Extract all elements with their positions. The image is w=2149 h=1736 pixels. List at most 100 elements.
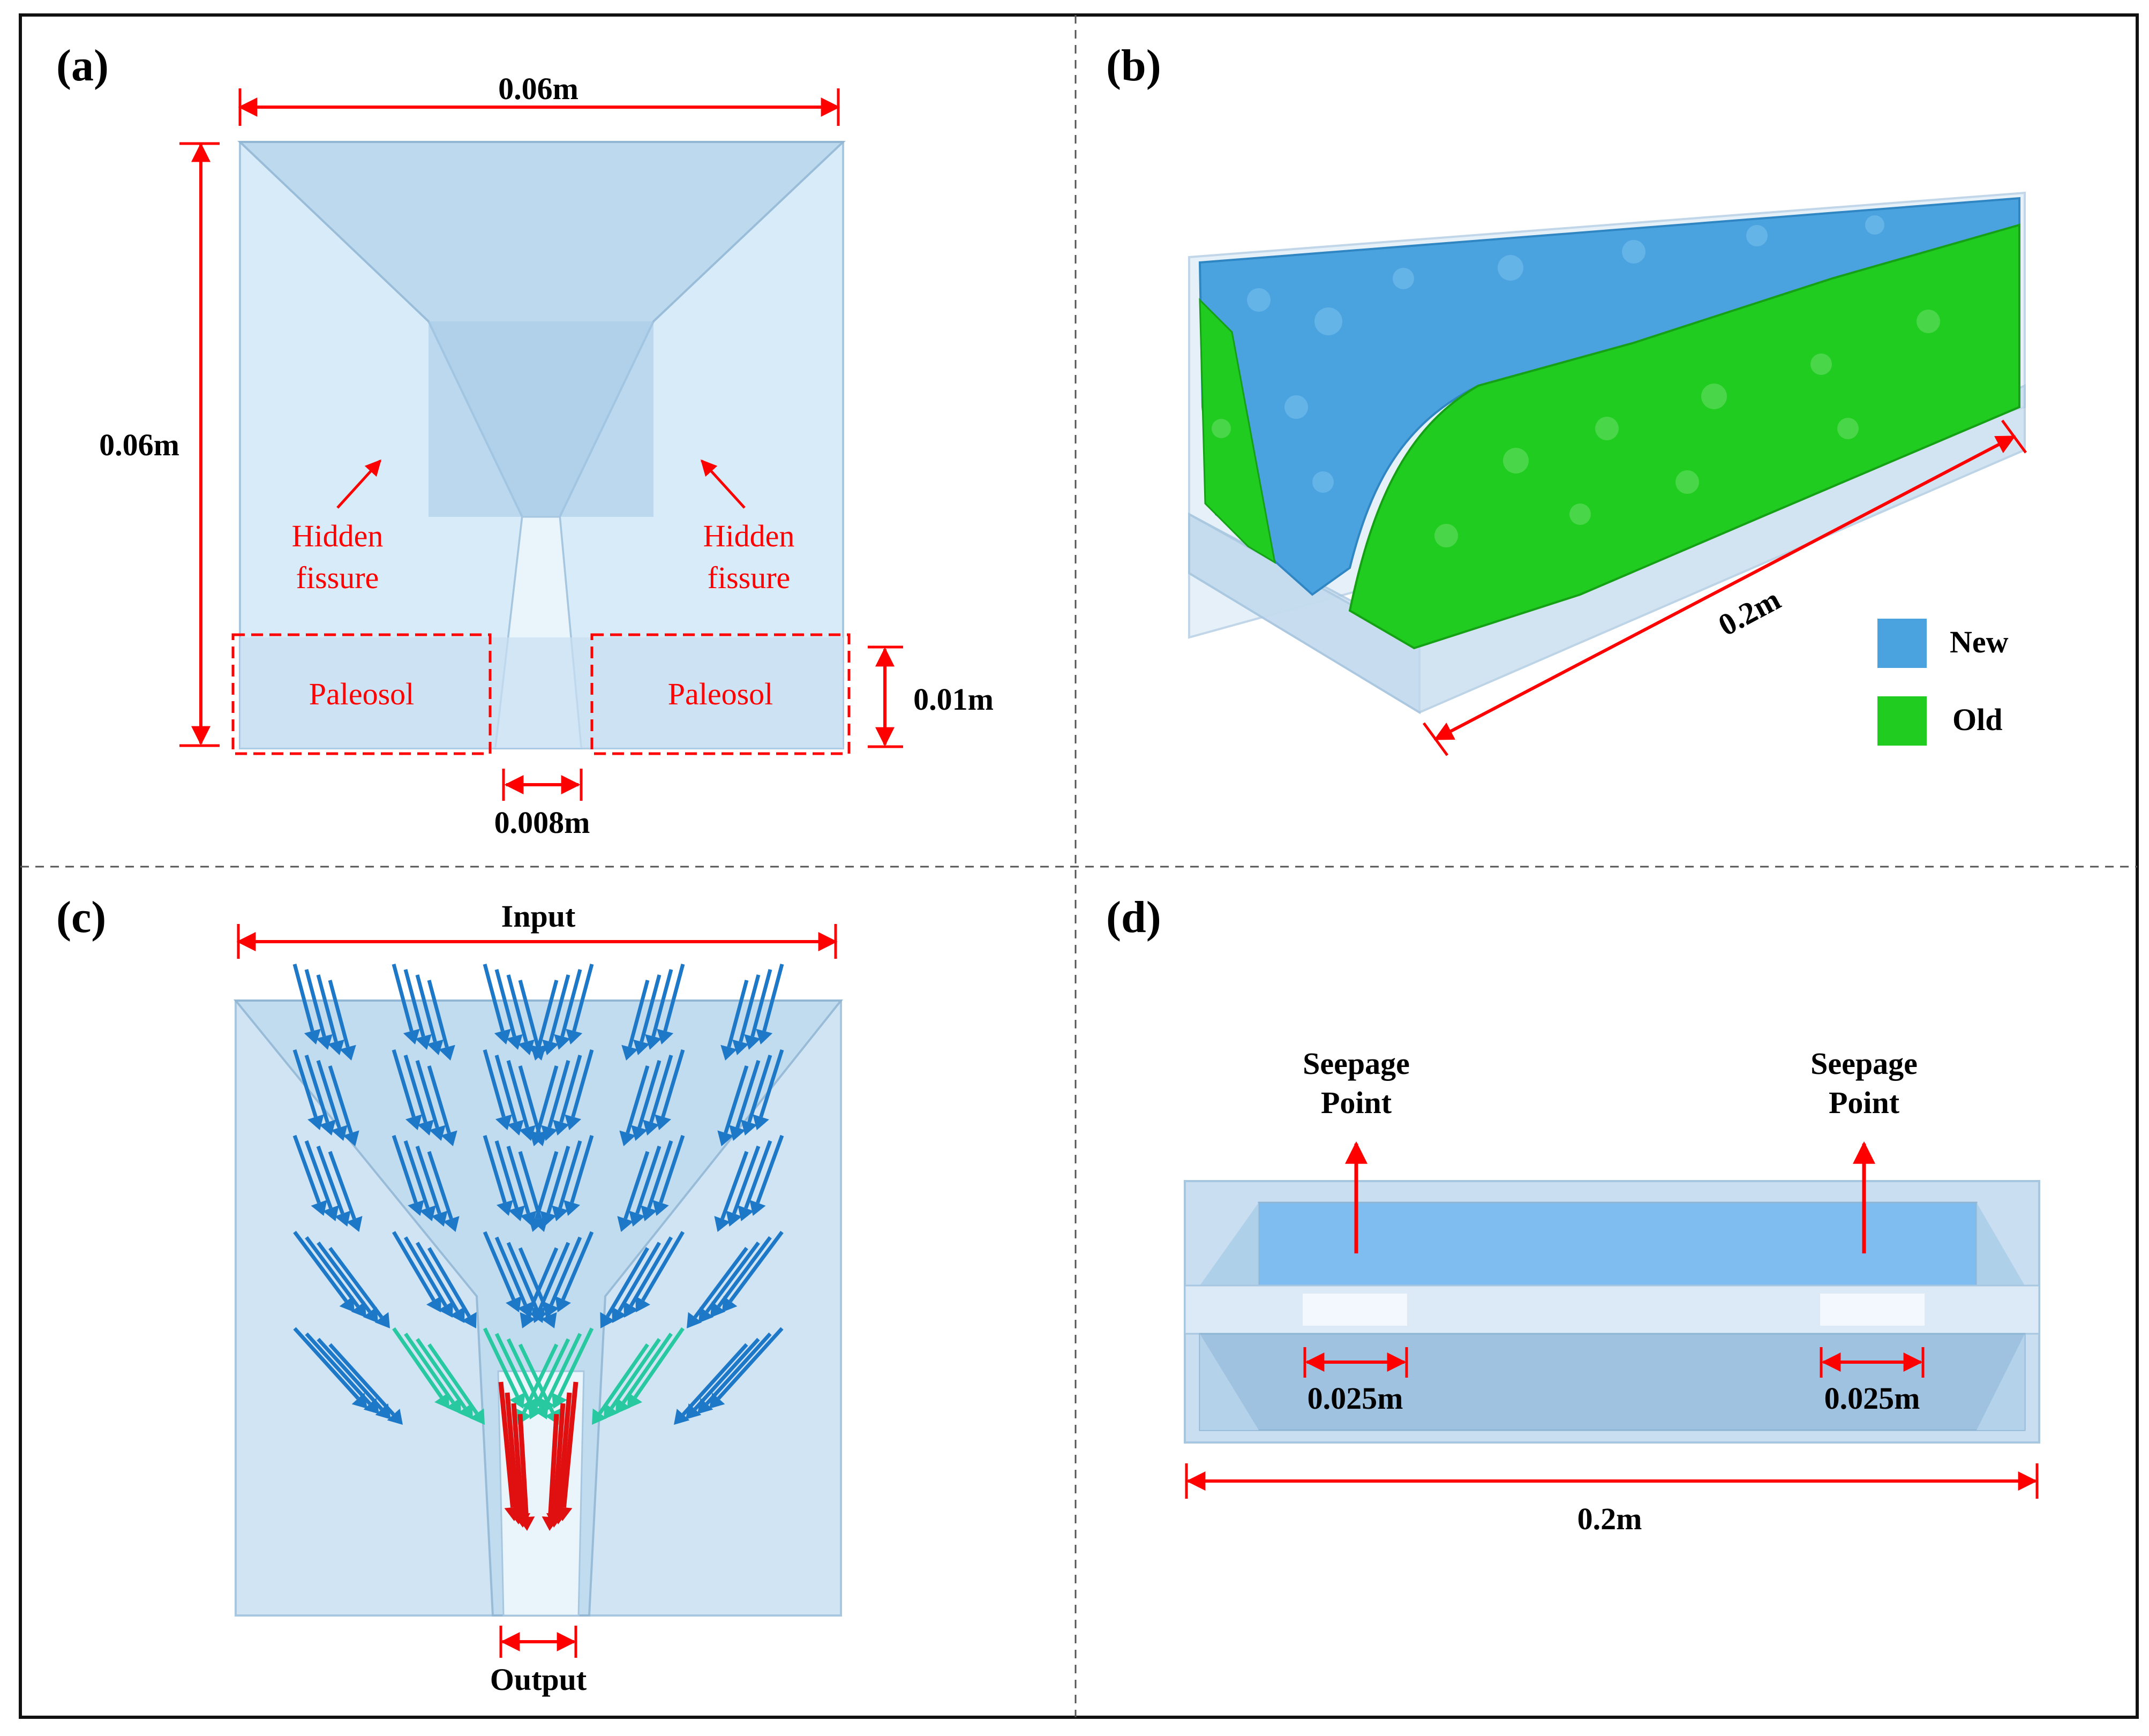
flow-arrow-right-25-head [753, 1114, 769, 1130]
flow-arrow-left-72-head [339, 1296, 355, 1312]
input-label-c: Input [501, 899, 576, 934]
flow-arrow-left-86-shaft [427, 1247, 471, 1318]
flow-arrow-right-43-shaft [559, 1055, 582, 1123]
flow-arrow-right-33-head [655, 1114, 671, 1130]
flow-arrow-left-22-shaft [518, 980, 540, 1048]
legend-old-label: Old [1952, 702, 2003, 737]
outlet-arrow-right-3-shaft [548, 1414, 559, 1517]
flow-arrow-right-91-shaft [549, 1236, 582, 1306]
flow-arrow-right-41-shaft [571, 1049, 594, 1117]
flow-arrow-left-62-head [443, 1216, 460, 1232]
flow-arrow-right-81-shaft [641, 1231, 685, 1302]
flow-arrow-right-97-shaft [717, 1327, 784, 1400]
flow-arrow-right-107-shaft [621, 1333, 673, 1404]
seepage-window-left [1303, 1294, 1407, 1326]
flow-arrow-right-1-shaft [762, 964, 784, 1032]
flow-arrow-right-71-shaft [535, 1151, 559, 1220]
flow-arrow-left-38-shaft [427, 1065, 451, 1134]
flow-arrow-left-112-head [509, 1392, 525, 1409]
flow-arrow-left-80-head [426, 1296, 441, 1312]
flow-arrow-left-104-head [434, 1392, 449, 1409]
gap-label-a: 0.008m [494, 805, 590, 840]
outlet-arrow-right-2-shaft [552, 1403, 566, 1514]
panel-c: (c) Input Output [56, 892, 844, 1697]
outlet-arrow-right-3-head [542, 1516, 559, 1531]
flow-arrow-right-65-shaft [570, 1134, 594, 1204]
flow-arrow-left-30-shaft [328, 1065, 353, 1134]
flow-arrow-right-71-head [528, 1216, 545, 1232]
model-d-left-bevel [1200, 1203, 1259, 1286]
flow-arrow-right-79-shaft [693, 1246, 748, 1319]
flow-arrow-left-50-shaft [304, 1140, 333, 1209]
flow-arrow-left-42-shaft [494, 1055, 517, 1123]
flow-arrow-right-17-shaft [572, 964, 594, 1032]
flow-arrow-left-102-head [387, 1408, 403, 1425]
flow-arrow-left-60-shaft [415, 1145, 441, 1214]
outlet-arrow-left-2-shaft [511, 1403, 524, 1514]
flow-arrow-right-85-head [612, 1306, 627, 1323]
flow-arrow-right-113-shaft [558, 1327, 594, 1397]
length-dimension-label-b: 0.2m [1712, 582, 1786, 643]
model-d-lower-right-bevel [1977, 1334, 2025, 1430]
flow-arrow-right-73-head [722, 1296, 738, 1312]
flow-arrow-left-76-head [363, 1306, 378, 1323]
flow-arrow-left-18-shaft [494, 969, 516, 1037]
flow-arrow-left-4-head [327, 1039, 344, 1055]
panel-b-label: (b) [1106, 41, 1161, 91]
seepage-left-line2: Point [1321, 1085, 1392, 1120]
inner-fissure-a [429, 321, 653, 517]
flow-arrow-left-6-shaft [328, 980, 350, 1048]
flow-arrow-left-74-shaft [305, 1236, 360, 1308]
paleosol-box-right [590, 633, 851, 755]
flow-arrow-right-11-shaft [651, 969, 673, 1037]
flow-arrow-left-78-shaft [328, 1246, 384, 1319]
hidden-fissure-left-line1: Hidden [292, 518, 384, 553]
flow-arrow-right-17-head [566, 1028, 583, 1044]
flow-arrow-left-36-shaft [415, 1059, 439, 1129]
flow-arrow-right-115-shaft [546, 1333, 582, 1403]
flow-arrow-right-103-head [674, 1408, 690, 1425]
flow-arrow-left-80-shaft [392, 1231, 435, 1302]
width-dimension-label-a: 0.06m [498, 71, 578, 106]
flow-arrow-left-40-shaft [483, 1049, 506, 1117]
flow-arrow-left-88-shaft [483, 1231, 516, 1301]
flow-arrow-right-31-shaft [724, 1065, 749, 1134]
flow-arrow-right-95-head [520, 1312, 536, 1328]
flow-arrow-left-116-shaft [506, 1338, 543, 1408]
flow-arrow-left-20-head [517, 1039, 535, 1055]
flow-arrow-left-12-head [426, 1039, 444, 1055]
paleosol-box-left [231, 633, 492, 755]
flow-arrow-right-63-head [617, 1216, 634, 1232]
flow-arrow-right-25-shaft [759, 1049, 784, 1118]
flow-arrow-left-50-head [322, 1205, 339, 1221]
flow-arrow-left-56-head [408, 1200, 424, 1216]
flow-arrow-right-65-head [563, 1200, 580, 1216]
flow-arrow-left-8-shaft [392, 964, 414, 1032]
flow-arrow-left-10-head [415, 1034, 432, 1050]
length-tick-start-b [1422, 722, 1449, 756]
flow-arrow-right-93-head [531, 1306, 547, 1323]
outlet-arrow-left-0-shaft [498, 1381, 515, 1508]
panel-b: (b) [1106, 41, 2027, 756]
flow-arrow-left-36-head [429, 1125, 446, 1141]
outlet-arrow-left-3-shaft [517, 1414, 529, 1517]
flow-arrow-left-68-shaft [506, 1145, 530, 1214]
flow-arrow-right-63-shaft [623, 1151, 650, 1220]
flow-arrow-right-19-head [554, 1034, 571, 1050]
flow-arrow-right-39-head [619, 1130, 636, 1146]
flow-arrow-left-14-shaft [427, 980, 449, 1048]
flow-arrow-right-79-head [687, 1312, 702, 1328]
fissure-funnel-c [233, 999, 844, 1617]
flow-arrow-right-109-head [604, 1403, 619, 1419]
flow-arrow-right-15-head [621, 1044, 638, 1061]
paleosol-right-label: Paleosol [668, 677, 773, 711]
outlet-arrow-right-0-shaft [561, 1381, 578, 1508]
flow-arrow-right-111-head [592, 1408, 607, 1425]
seepage-left-line1: Seepage [1303, 1046, 1410, 1081]
flow-arrow-left-26-head [319, 1119, 336, 1136]
flow-arrow-right-9-head [657, 1028, 674, 1044]
flow-arrow-right-35-head [643, 1119, 659, 1136]
flow-arrow-left-40-head [495, 1114, 512, 1130]
flow-arrow-left-82-shaft [403, 1236, 447, 1307]
flow-arrow-left-88-head [506, 1296, 522, 1312]
